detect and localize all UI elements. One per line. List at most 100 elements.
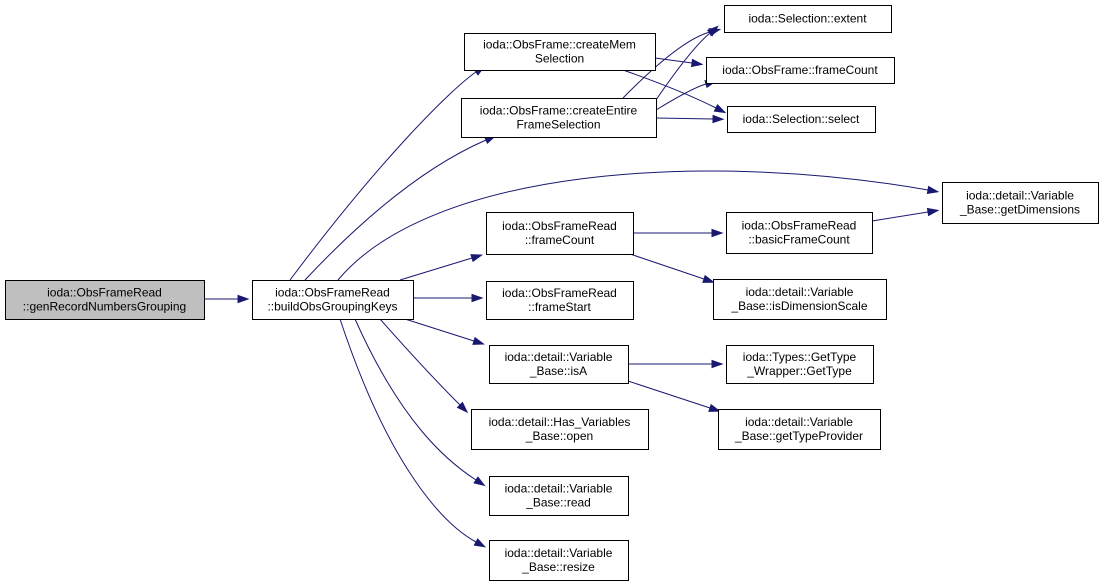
node-box [471, 409, 649, 450]
edge-is-a-to-get-type [628, 359, 724, 369]
arrowhead-icon [471, 293, 484, 303]
call-edges [204, 25, 940, 548]
node-frame-start[interactable]: ioda::ObsFrameRead::frameStart [486, 281, 634, 320]
edge-line [655, 83, 707, 111]
node-var-resize[interactable]: ioda::detail::Variable_Base::resize [489, 540, 629, 581]
node-build-keys[interactable]: ioda::ObsFrameRead::buildObsGroupingKeys [252, 280, 414, 320]
edge-basic-frame-count-to-get-dimensions [871, 207, 940, 222]
node-box [713, 279, 887, 320]
node-box [727, 106, 876, 133]
edge-build-keys-to-create-entire [304, 135, 497, 281]
node-read-frame-count[interactable]: ioda::ObsFrameRead::frameCount [486, 212, 634, 255]
arrowhead-icon [926, 207, 940, 217]
node-label-line: FrameSelection [516, 118, 600, 132]
node-label-line: ioda::ObsFrameRead [502, 219, 617, 233]
edge-build-keys-to-var-read [354, 318, 486, 487]
arrowhead-icon [472, 336, 485, 345]
node-label-line: ioda::detail::Variable [966, 189, 1074, 203]
edge-read-frame-count-to-is-dimension-scale [629, 253, 715, 283]
node-create-entire[interactable]: ioda::ObsFrame::createEntireFrameSelecti… [461, 98, 657, 138]
arrowhead-icon [708, 403, 721, 412]
edge-line [622, 31, 711, 99]
node-label-line: ::frameStart [528, 300, 591, 314]
node-label-line: ioda::detail::Has_Variables [489, 415, 631, 429]
node-box [489, 345, 629, 384]
edge-line [655, 117, 714, 120]
node-box [706, 57, 895, 84]
node-sel-extent[interactable]: ioda::Selection::extent [724, 5, 892, 33]
node-is-dimension-scale[interactable]: ioda::detail::Variable_Base::isDimension… [713, 279, 887, 320]
edge-build-keys-to-is-a [404, 318, 485, 345]
node-get-type[interactable]: ioda::Types::GetType_Wrapper::GetType [726, 345, 874, 384]
node-has-vars-open[interactable]: ioda::detail::Has_Variables_Base::open [471, 409, 649, 450]
arrowhead-icon [690, 58, 704, 68]
node-basic-frame-count[interactable]: ioda::ObsFrameRead::basicFrameCount [726, 212, 873, 254]
node-label-line: ::basicFrameCount [748, 233, 850, 247]
node-label-line: ioda::detail::Variable [505, 482, 613, 496]
node-label-line: ioda::ObsFrame::createEntire [480, 104, 638, 118]
node-box [726, 345, 874, 384]
node-label-line: _Base::read [525, 496, 591, 510]
node-label-line: _Base::open [525, 429, 593, 443]
edge-build-keys-to-get-dimensions [337, 170, 940, 281]
node-label-line: _Wrapper::GetType [746, 364, 852, 378]
node-label-line: ioda::ObsFrame::createMem [483, 38, 636, 52]
edge-create-entire-to-sel-select [655, 114, 725, 124]
node-label-line: ioda::ObsFrameRead [275, 286, 390, 300]
node-var-read[interactable]: ioda::detail::Variable_Base::read [489, 476, 629, 516]
node-gen-record[interactable]: ioda::ObsFrameRead::genRecordNumbersGrou… [5, 280, 205, 320]
call-nodes: ioda::ObsFrameRead::genRecordNumbersGrou… [5, 5, 1099, 581]
node-label-line: _Base::resize [521, 560, 595, 574]
node-label-line: _Base::isA [529, 364, 587, 378]
node-sel-select[interactable]: ioda::Selection::select [727, 106, 876, 133]
edge-read-frame-count-to-basic-frame-count [633, 228, 724, 238]
arrowhead-icon [706, 25, 719, 37]
node-label-line: ioda::Types::GetType [743, 350, 857, 364]
edge-line [354, 318, 477, 481]
node-label-line: ioda::ObsFrameRead [502, 286, 617, 300]
edge-build-keys-to-create-mem [289, 65, 486, 281]
arrowhead-icon [711, 228, 724, 238]
edge-line [304, 139, 487, 281]
edge-line [399, 257, 473, 281]
node-label-line: ioda::detail::Variable [505, 350, 613, 364]
edge-line [655, 32, 711, 101]
edge-line [339, 318, 477, 543]
node-label-line: _Base::getTypeProvider [734, 429, 863, 443]
node-is-a[interactable]: ioda::detail::Variable_Base::isA [489, 345, 629, 384]
node-label-line: ::genRecordNumbersGrouping [23, 300, 186, 314]
node-box [252, 280, 414, 320]
arrowhead-icon [237, 294, 250, 304]
arrowhead-icon [712, 114, 725, 124]
arrowhead-icon [473, 538, 487, 548]
edge-build-keys-to-var-resize [339, 318, 487, 548]
node-frame-count[interactable]: ioda::ObsFrame::frameCount [706, 57, 895, 84]
node-box [461, 98, 657, 138]
node-get-dimensions[interactable]: ioda::detail::Variable_Base::getDimensio… [942, 182, 1099, 224]
node-box [726, 212, 873, 254]
edge-line [627, 380, 711, 409]
arrowhead-icon [926, 185, 940, 195]
arrowhead-icon [470, 254, 484, 263]
node-label-line: ioda::detail::Variable [745, 415, 853, 429]
node-label-line: Selection [535, 52, 584, 66]
node-box [724, 5, 892, 33]
arrowhead-icon [702, 274, 715, 283]
node-label-line: _Base::getDimensions [959, 203, 1080, 217]
node-box [486, 281, 634, 320]
node-get-type-provider[interactable]: ioda::detail::Variable_Base::getTypeProv… [718, 409, 881, 450]
edge-line [871, 211, 929, 222]
node-box [486, 212, 634, 255]
node-box [464, 33, 656, 71]
edge-gen-record-to-build-keys [204, 294, 250, 304]
node-label-line: ioda::detail::Variable [505, 546, 613, 560]
edge-create-mem-to-sel-select [622, 69, 727, 114]
node-label-line: ioda::ObsFrameRead [742, 219, 857, 233]
edge-create-mem-to-frame-count [654, 57, 704, 68]
node-box [489, 476, 629, 516]
edge-is-a-to-get-type-provider [627, 380, 721, 412]
node-label-line: ioda::Selection::select [743, 112, 860, 126]
edge-build-keys-to-frame-start [413, 293, 484, 303]
